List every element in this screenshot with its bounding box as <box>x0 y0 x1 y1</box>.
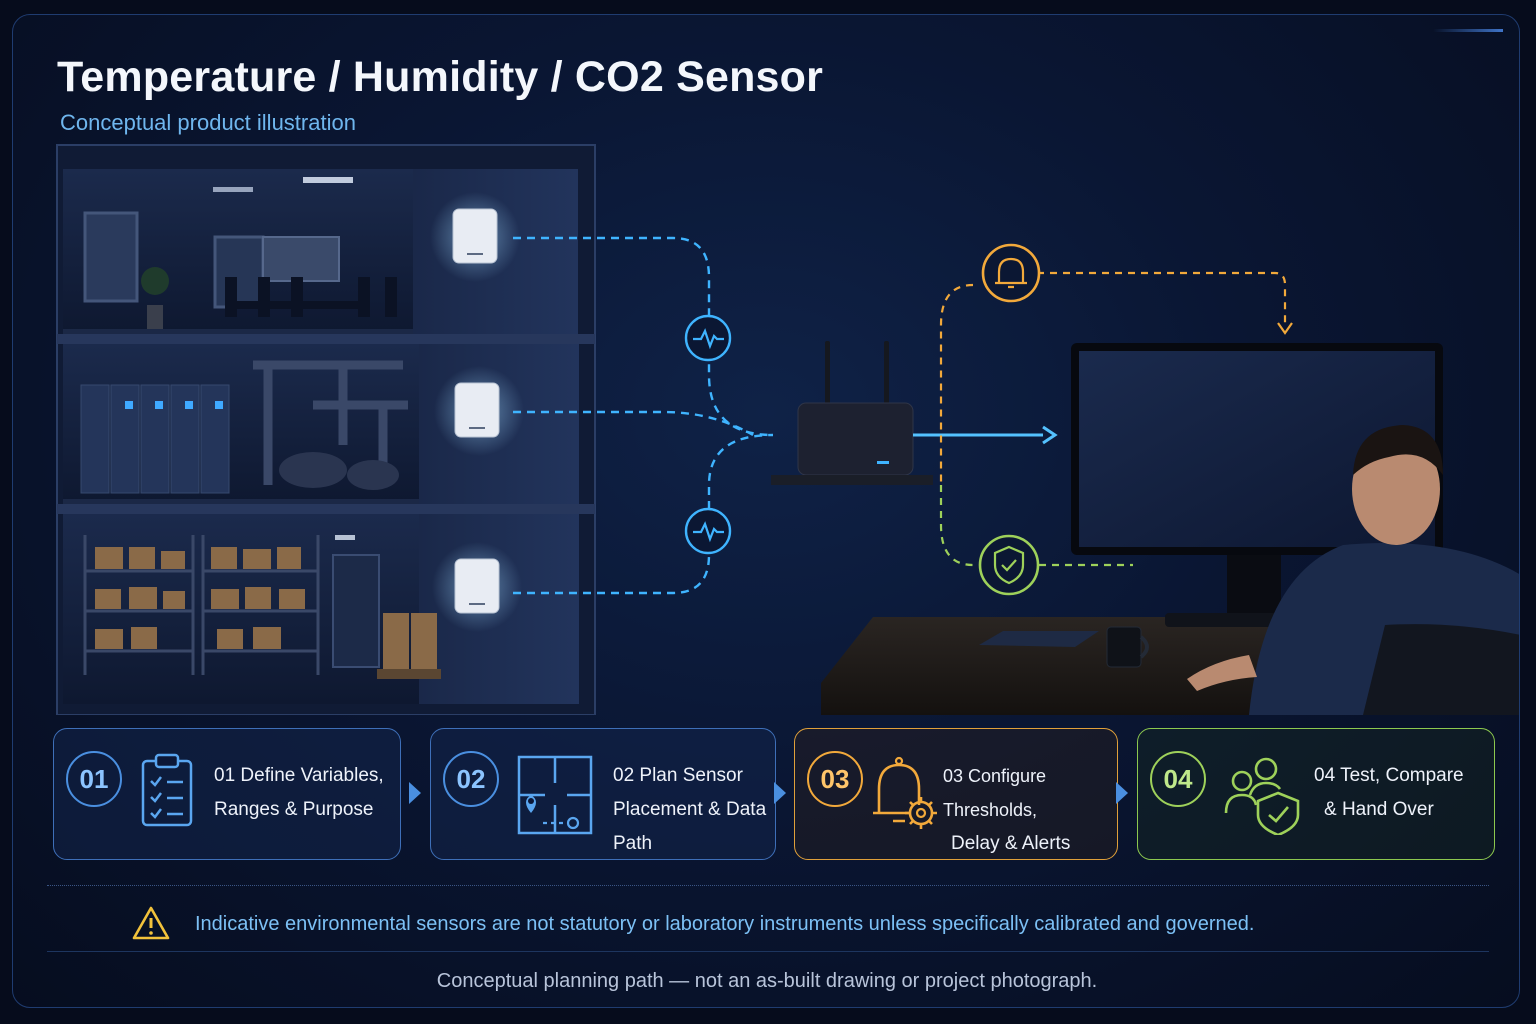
bell-gear-icon <box>873 756 937 829</box>
process-steps: 01 01 Define Variables, Ranges & Purpose… <box>53 728 1495 862</box>
footer-note: Conceptual planning path — not an as-bui… <box>436 970 1098 992</box>
sensor-device-top <box>452 208 498 264</box>
clipboard-checklist-icon <box>141 753 193 827</box>
chevron-right-icon <box>1116 782 1128 804</box>
corner-accent <box>1433 29 1503 32</box>
floor-plant-room <box>63 344 579 505</box>
step-label: 01 Define Variables, Ranges & Purpose <box>214 765 384 820</box>
users-shield-icon <box>1224 757 1300 835</box>
pulse-icon <box>684 507 732 555</box>
sensor-device-bottom <box>454 558 500 614</box>
system-illustration <box>56 144 1519 715</box>
data-links <box>513 236 774 595</box>
infographic-frame: Temperature / Humidity / CO2 Sensor Conc… <box>12 14 1520 1008</box>
section-divider <box>47 885 1489 886</box>
footer-divider <box>47 951 1489 952</box>
step-number: 04 <box>1150 751 1206 807</box>
step-label: 04 Test, Compare & Hand Over <box>1314 765 1464 820</box>
ok-path <box>939 485 1133 596</box>
alert-path <box>939 243 1293 485</box>
step-number: 02 <box>443 751 499 807</box>
step-card-03: 03 03 Configure Thresholds, Delay & Aler… <box>794 728 1118 860</box>
operator-person <box>1187 425 1519 715</box>
gateway-router <box>771 341 933 485</box>
pulse-icon <box>684 314 732 362</box>
page-title: Temperature / Humidity / CO2 Sensor <box>57 53 824 101</box>
warning-text: Indicative environmental sensors are not… <box>195 913 1255 935</box>
chevron-right-icon <box>774 782 786 804</box>
sensor-units <box>430 192 524 632</box>
step-label: 02 Plan Sensor Placement & Data Path <box>613 765 767 854</box>
bell-icon <box>995 257 1027 289</box>
floor-plan-icon <box>517 755 593 835</box>
step-card-04: 04 04 Test, Compare & Hand Over <box>1137 728 1495 860</box>
step-label: 03 Configure Thresholds, Delay & Alerts <box>943 766 1071 854</box>
step-card-02: 02 02 Plan Sensor Placement & Data Path <box>430 728 776 860</box>
page-subtitle: Conceptual product illustration <box>60 110 356 135</box>
disclaimer-warning: Indicative environmental sensors are not… <box>131 903 1431 949</box>
step-card-01: 01 01 Define Variables, Ranges & Purpose <box>53 728 401 860</box>
warning-triangle-icon <box>132 906 170 940</box>
step-number: 01 <box>66 751 122 807</box>
uplink-arrow <box>1042 425 1058 445</box>
chevron-right-icon <box>409 782 421 804</box>
floor-warehouse <box>63 514 579 704</box>
shield-check-icon <box>993 545 1025 585</box>
step-number: 03 <box>807 751 863 807</box>
sensor-device-middle <box>454 382 500 438</box>
